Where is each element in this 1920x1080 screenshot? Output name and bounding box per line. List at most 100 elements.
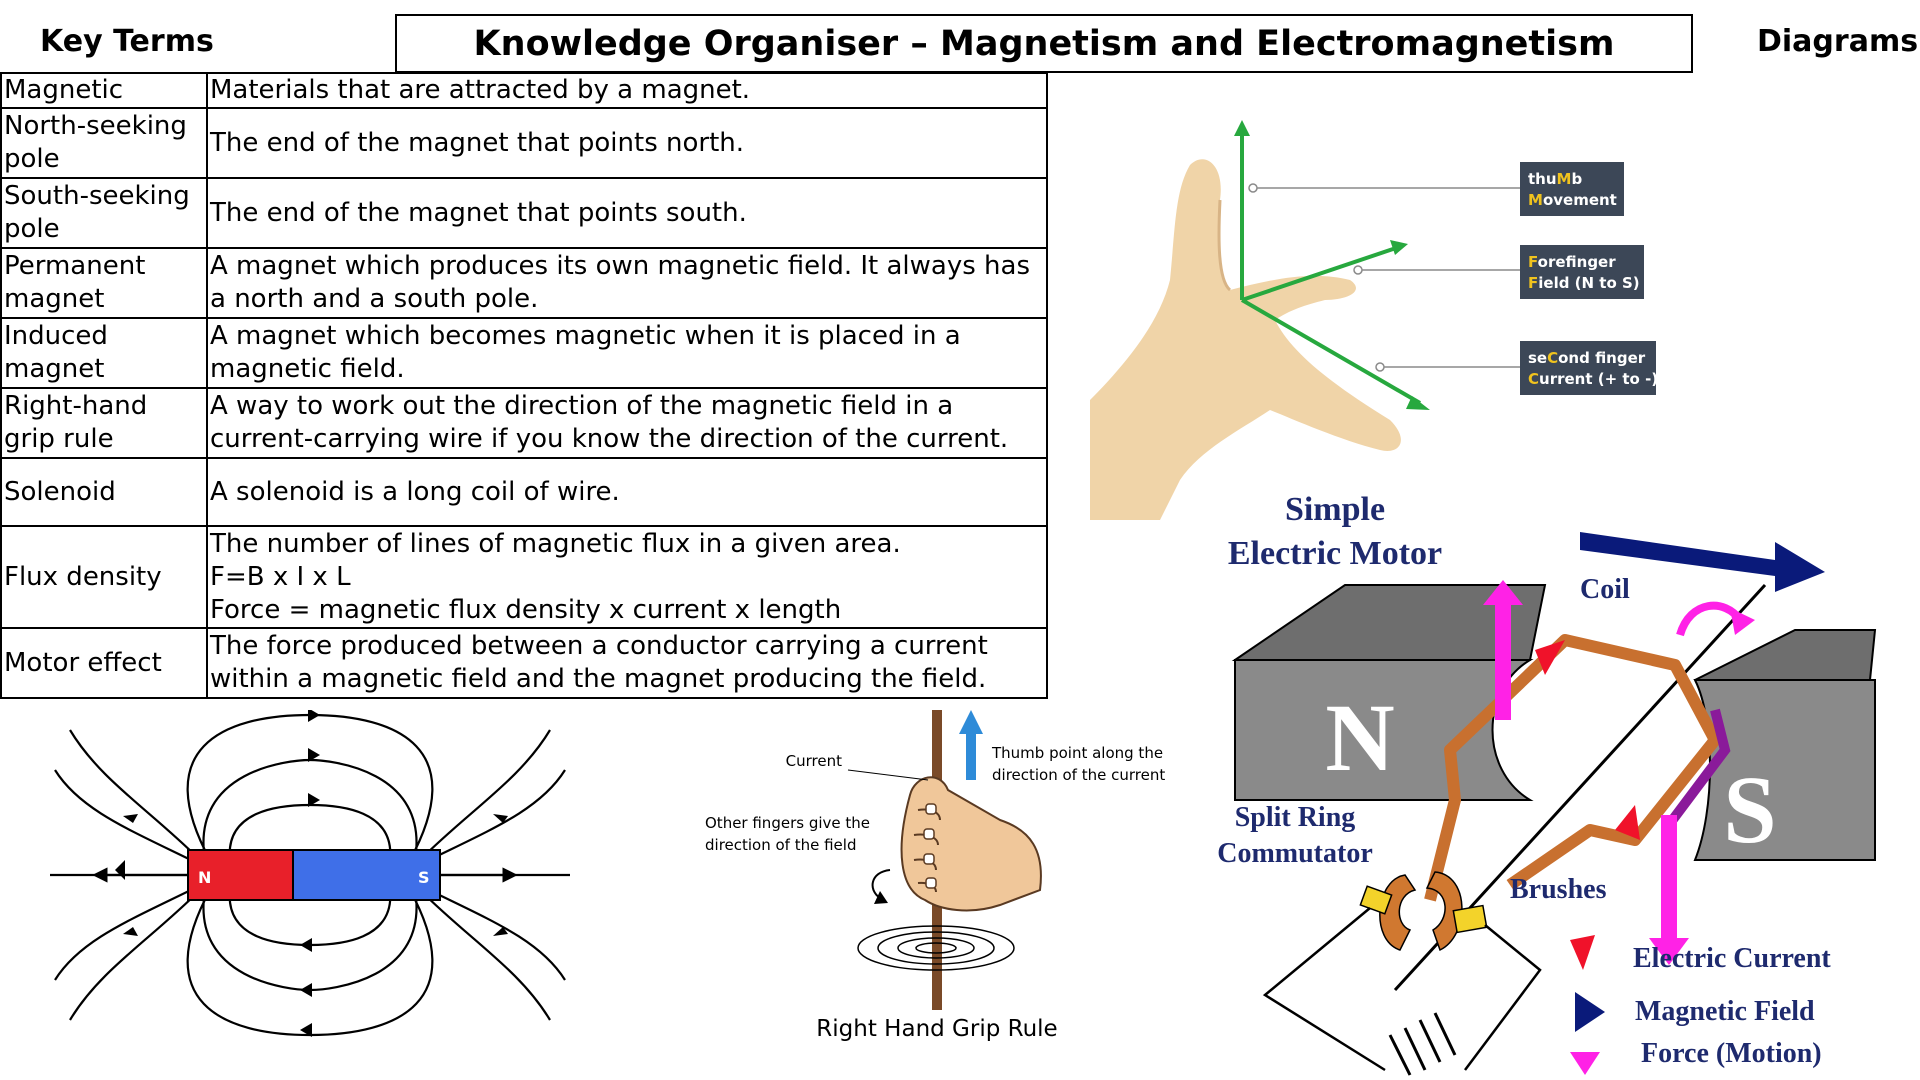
electric-motor-diagram: Simple Electric Motor N S	[1217, 491, 1877, 1076]
second-finger-line1: ond finger	[1558, 349, 1646, 367]
label-leader-lines	[1248, 183, 1520, 372]
brushes	[1359, 885, 1488, 934]
term-cell: Magnetic	[0, 72, 208, 109]
brushes-label: Brushes	[1510, 874, 1607, 905]
coil-shadow	[1661, 708, 1731, 833]
svg-text:Movement: Movement	[1528, 191, 1617, 209]
forefinger-key2: F	[1528, 274, 1538, 292]
definition-cell: The end of the magnet that points south.	[206, 177, 1048, 249]
thumb-label-line2: ovement	[1543, 191, 1617, 209]
current-pointer	[847, 769, 929, 781]
forefinger-key: F	[1528, 253, 1538, 271]
table-row: Magnetic Materials that are attracted by…	[0, 72, 1048, 109]
term-cell: Motor effect	[0, 627, 208, 699]
table-row: North-seeking pole The end of the magnet…	[0, 107, 1048, 179]
grip-rule-diagram: Current Thumb point along the direction …	[705, 710, 1165, 1042]
table-row: South-seeking pole The end of the magnet…	[0, 177, 1048, 249]
svg-text:Field (N to S): Field (N to S)	[1528, 274, 1640, 292]
definition-cell: A solenoid is a long coil of wire.	[206, 457, 1048, 527]
south-pole-label: S	[1723, 756, 1776, 863]
grip-rule-caption: Right Hand Grip Rule	[816, 1016, 1057, 1042]
split-ring-commutator	[1379, 871, 1463, 952]
page-title: Knowledge Organiser – Magnetism and Elec…	[395, 14, 1693, 73]
motor-legend: Electric Current Magnetic Field Force (M…	[1570, 935, 1831, 1075]
svg-text:seCond finger: seCond finger	[1528, 349, 1646, 367]
commutator-label-line1: Split Ring	[1235, 802, 1356, 833]
term-cell: South-seeking pole	[0, 177, 208, 249]
thumb-label-suffix: b	[1571, 170, 1582, 188]
force-legend-icon	[1570, 1052, 1600, 1075]
definition-cell: The end of the magnet that points north.	[206, 107, 1048, 179]
diagrams-heading: Diagrams	[1757, 24, 1919, 59]
term-cell: Permanent magnet	[0, 247, 208, 319]
thumb-label-line1: Thumb point along the	[991, 744, 1163, 762]
magnet-south-half	[292, 849, 441, 901]
hand	[900, 776, 1042, 912]
table-row: Right-hand grip rule A way to work out t…	[0, 387, 1048, 459]
term-cell: Induced magnet	[0, 317, 208, 389]
thumb-label-prefix: thu	[1528, 170, 1557, 188]
current-arrow	[959, 710, 983, 780]
hand-illustration	[1090, 159, 1401, 520]
field-arrowheads	[115, 710, 508, 1037]
coil-label: Coil	[1580, 574, 1630, 605]
thumb-label-box: thuMb Movement	[1520, 162, 1624, 216]
field-arrow	[1580, 532, 1825, 592]
second-finger-line2: urrent (+ to -)	[1539, 370, 1658, 388]
term-cell: North-seeking pole	[0, 107, 208, 179]
current-label: Current	[786, 752, 842, 770]
legend-force: Force (Motion)	[1641, 1038, 1822, 1069]
magnet-south-label: S	[418, 868, 430, 887]
second-finger-prefix: se	[1528, 349, 1547, 367]
rotation-arrow	[1676, 601, 1755, 637]
definition-cell: A magnet which becomes magnetic when it …	[206, 317, 1048, 389]
coil-wire	[1424, 634, 1721, 902]
second-finger-label-box: seCond finger Current (+ to -)	[1520, 341, 1658, 395]
commutator-label-line2: Commutator	[1217, 838, 1373, 869]
term-cell: Solenoid	[0, 457, 208, 527]
key-terms-table: Magnetic Materials that are attracted by…	[0, 72, 1048, 699]
term-cell: Right-hand grip rule	[0, 387, 208, 459]
svg-text:thuMb: thuMb	[1528, 170, 1582, 188]
table-row: Solenoid A solenoid is a long coil of wi…	[0, 457, 1048, 527]
second-finger-key: C	[1547, 349, 1558, 367]
motor-title-line1: Simple	[1285, 491, 1385, 528]
forefinger-label-box: Forefinger Field (N to S)	[1520, 245, 1644, 299]
current-legend-icon	[1570, 935, 1595, 970]
magnet-north-half	[187, 849, 294, 901]
key-terms-heading: Key Terms	[40, 24, 214, 59]
force-arrow-up	[1483, 580, 1523, 720]
battery	[1388, 1012, 1457, 1076]
force-arrow-down	[1649, 815, 1689, 965]
legend-current: Electric Current	[1633, 943, 1831, 974]
thumb-label-line2: direction of the current	[992, 766, 1165, 784]
north-pole-label: N	[1325, 684, 1394, 791]
legend-field: Magnetic Field	[1635, 996, 1815, 1027]
south-magnet: S	[1693, 629, 1877, 863]
definition-cell: The force produced between a conductor c…	[206, 627, 1048, 699]
field-direction-arrow	[871, 869, 891, 904]
definition-cell: A way to work out the direction of the m…	[206, 387, 1048, 459]
term-cell: Flux density	[0, 525, 208, 629]
current-arrows	[1535, 640, 1640, 840]
forefinger-line2: ield (N to S)	[1538, 274, 1639, 292]
field-circles	[857, 925, 1015, 971]
table-row: Motor effect The force produced between …	[0, 627, 1048, 699]
svg-text:Forefinger: Forefinger	[1528, 253, 1616, 271]
table-row: Permanent magnet A magnet which produces…	[0, 247, 1048, 319]
fingers-label-line1: Other fingers give the	[705, 814, 870, 832]
forefinger-line1: orefinger	[1538, 253, 1617, 271]
field-legend-icon	[1575, 992, 1605, 1032]
second-finger-key2: C	[1528, 370, 1539, 388]
table-row: Induced magnet A magnet which becomes ma…	[0, 317, 1048, 389]
definition-cell: Materials that are attracted by a magnet…	[206, 72, 1048, 109]
direction-axes	[1234, 120, 1430, 410]
bar-magnet-field-diagram: N S	[50, 710, 570, 1037]
table-row: Flux density The number of lines of magn…	[0, 525, 1048, 629]
svg-text:Current (+ to -): Current (+ to -)	[1528, 370, 1658, 388]
motor-title-line2: Electric Motor	[1228, 535, 1442, 572]
thumb-label-key2: M	[1528, 191, 1543, 209]
magnet-north-label: N	[198, 868, 211, 887]
definition-cell: The number of lines of magnetic flux in …	[206, 525, 1048, 629]
external-circuit	[1262, 907, 1542, 1072]
